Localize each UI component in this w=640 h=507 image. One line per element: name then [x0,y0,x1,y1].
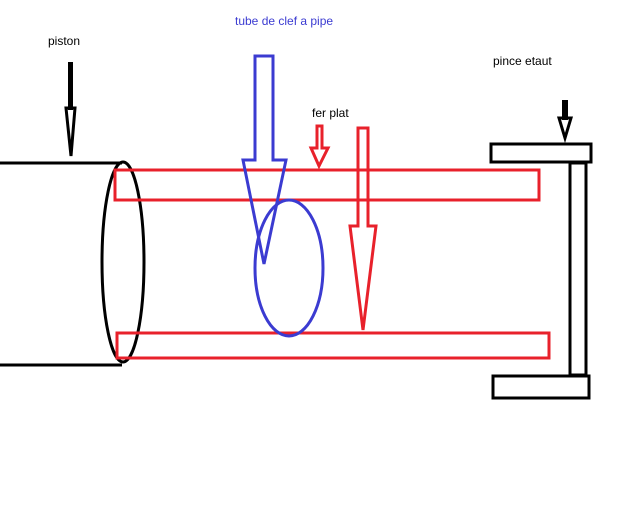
pince-bottom-jaw [491,374,591,400]
pince-etaut [489,100,593,400]
pince-top-jaw [489,142,593,164]
fer-plat [113,124,551,360]
label-fer-plat: fer plat [312,106,349,120]
tube-arrow [241,54,288,265]
pince-vertical-bar [568,161,588,377]
label-pince: pince etaut [493,54,552,68]
label-piston: piston [48,34,80,48]
fer-plat-top-bar [113,168,541,202]
piston-arrow [64,62,77,157]
pince-arrow [556,100,574,144]
piston [0,62,146,367]
label-tube: tube de clef a pipe [235,14,333,28]
fer-plat-large-arrow [348,126,378,331]
tube-ellipse [253,198,325,338]
tube-de-clef [241,54,325,338]
fer-plat-bottom-bar [115,331,551,360]
fer-plat-small-arrow [308,124,331,170]
piston-face-ellipse [100,160,146,364]
